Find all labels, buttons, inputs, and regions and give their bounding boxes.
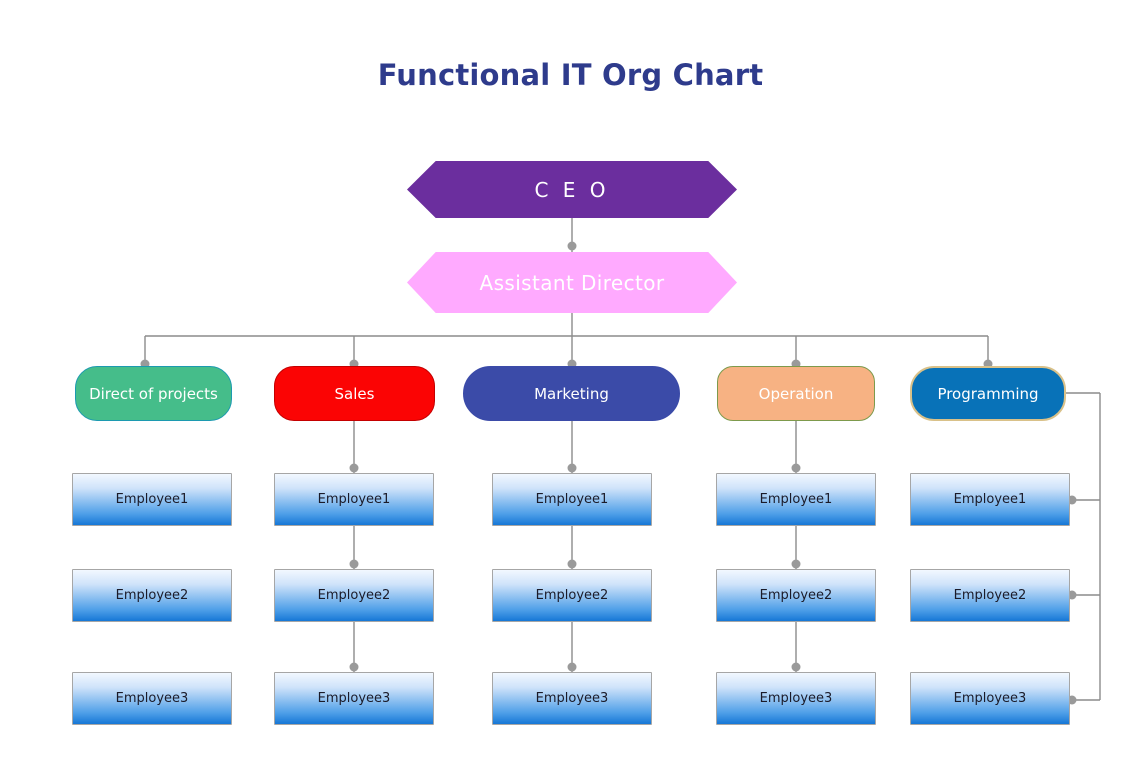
node-department-marketing[interactable]: Marketing bbox=[463, 366, 680, 421]
edge-dot-assistant-top bbox=[567, 241, 577, 251]
node-employee-label: Employee2 bbox=[535, 588, 609, 603]
edge-dot-operation-employee1 bbox=[791, 463, 801, 473]
edge-dot-operation-employee2 bbox=[791, 559, 801, 569]
node-employee-marketing-3[interactable]: Employee3 bbox=[492, 672, 652, 725]
node-employee-marketing-1[interactable]: Employee1 bbox=[492, 473, 652, 526]
edge-dot-marketing-employee1 bbox=[567, 463, 577, 473]
node-employee-sales-2[interactable]: Employee2 bbox=[274, 569, 434, 622]
edge-dot-operation-employee3 bbox=[791, 662, 801, 672]
node-employee-label: Employee3 bbox=[759, 691, 833, 706]
node-employee-label: Employee1 bbox=[759, 492, 833, 507]
edge-dot-marketing-employee3 bbox=[567, 662, 577, 672]
node-employee-direct-of-projects-1[interactable]: Employee1 bbox=[72, 473, 232, 526]
node-employee-label: Employee1 bbox=[317, 492, 391, 507]
node-assistant-director-label: Assistant Director bbox=[479, 270, 665, 295]
node-employee-label: Employee3 bbox=[953, 691, 1027, 706]
node-employee-programming-3[interactable]: Employee3 bbox=[910, 672, 1070, 725]
node-employee-direct-of-projects-3[interactable]: Employee3 bbox=[72, 672, 232, 725]
node-employee-label: Employee1 bbox=[953, 492, 1027, 507]
node-department-label: Operation bbox=[758, 384, 834, 403]
node-employee-sales-1[interactable]: Employee1 bbox=[274, 473, 434, 526]
node-ceo[interactable]: C E O bbox=[407, 161, 737, 218]
node-employee-label: Employee2 bbox=[115, 588, 189, 603]
node-department-label: Marketing bbox=[534, 384, 609, 403]
edge-dot-sales-employee2 bbox=[349, 559, 359, 569]
node-department-sales[interactable]: Sales bbox=[274, 366, 435, 421]
node-employee-label: Employee1 bbox=[115, 492, 189, 507]
node-employee-sales-3[interactable]: Employee3 bbox=[274, 672, 434, 725]
page-title: Functional IT Org Chart bbox=[377, 58, 764, 92]
edge-dot-sales-employee3 bbox=[349, 662, 359, 672]
node-ceo-label: C E O bbox=[534, 177, 610, 202]
node-employee-programming-2[interactable]: Employee2 bbox=[910, 569, 1070, 622]
node-employee-label: Employee3 bbox=[535, 691, 609, 706]
node-employee-operation-1[interactable]: Employee1 bbox=[716, 473, 876, 526]
node-department-label: Sales bbox=[334, 384, 375, 403]
node-department-programming[interactable]: Programming bbox=[910, 366, 1066, 421]
node-assistant-director[interactable]: Assistant Director bbox=[407, 252, 737, 313]
edge-dot-marketing-employee2 bbox=[567, 559, 577, 569]
node-employee-operation-3[interactable]: Employee3 bbox=[716, 672, 876, 725]
node-employee-label: Employee2 bbox=[759, 588, 833, 603]
node-department-label: Direct of projects bbox=[89, 384, 218, 403]
node-employee-label: Employee2 bbox=[953, 588, 1027, 603]
node-employee-label: Employee3 bbox=[317, 691, 391, 706]
node-department-operation[interactable]: Operation bbox=[717, 366, 875, 421]
node-employee-label: Employee3 bbox=[115, 691, 189, 706]
node-employee-label: Employee1 bbox=[535, 492, 609, 507]
node-employee-label: Employee2 bbox=[317, 588, 391, 603]
node-department-label: Programming bbox=[937, 384, 1039, 403]
node-department-direct-of-projects[interactable]: Direct of projects bbox=[75, 366, 232, 421]
edge-dot-sales-employee1 bbox=[349, 463, 359, 473]
node-employee-direct-of-projects-2[interactable]: Employee2 bbox=[72, 569, 232, 622]
node-employee-marketing-2[interactable]: Employee2 bbox=[492, 569, 652, 622]
node-employee-programming-1[interactable]: Employee1 bbox=[910, 473, 1070, 526]
node-employee-operation-2[interactable]: Employee2 bbox=[716, 569, 876, 622]
